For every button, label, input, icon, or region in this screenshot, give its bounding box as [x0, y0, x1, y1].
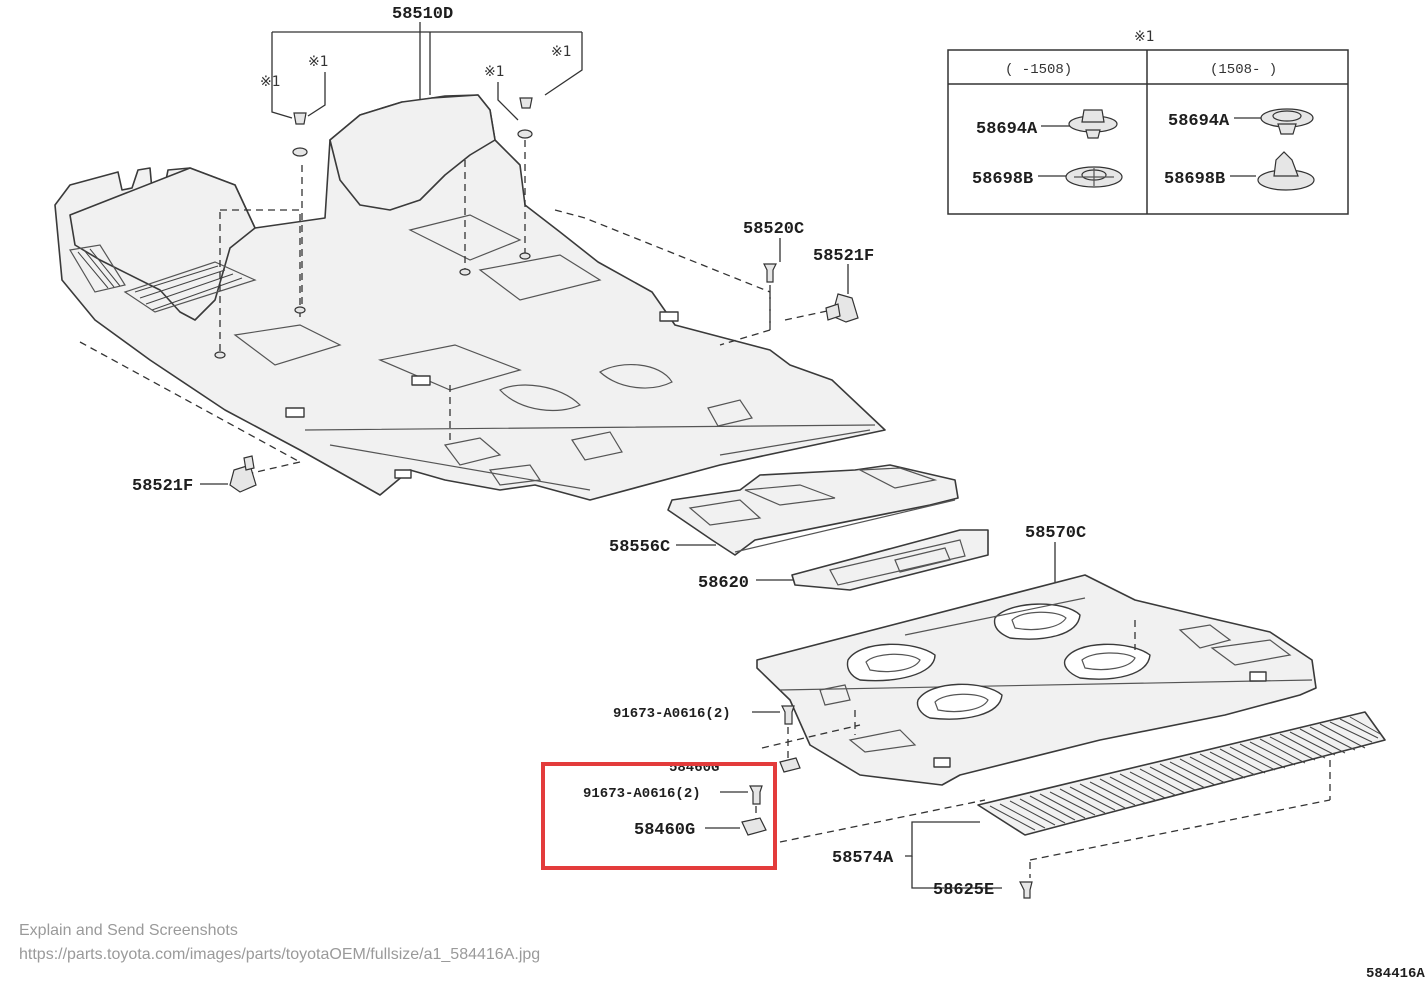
label-58521f-left: 58521F [132, 477, 193, 496]
caption-title: Explain and Send Screenshots [19, 922, 238, 939]
figure-id: 584416A [1366, 966, 1425, 982]
highlight-box [541, 762, 777, 870]
label-58520c: 58520C [743, 220, 804, 239]
table-col2-header: (1508- ) [1210, 62, 1277, 78]
carpet-leader-lines [271, 22, 583, 121]
front-carpet-guide-lines [79, 140, 833, 479]
bracket-58521f-right [825, 293, 859, 323]
tray-58620 [756, 529, 989, 591]
mark-1-c: ※1 [484, 64, 505, 80]
variant-table: ※1 ( -1508) (1508- ) 58694A 58698B 58694… [947, 29, 1349, 215]
rear-mat-guide-lines [761, 620, 1331, 878]
label-58574a: 58574A [832, 849, 894, 868]
caption-url[interactable]: https://parts.toyota.com/images/parts/to… [19, 946, 541, 963]
label-58620: 58620 [698, 574, 749, 593]
clip-58520c [763, 263, 777, 330]
table-col1-part-a: 58694A [976, 120, 1038, 139]
label-58556c: 58556C [609, 538, 670, 557]
label-58521f-right: 58521F [813, 247, 874, 266]
bracket-58521f-left [200, 455, 257, 493]
rear-floor-mat-58570c [756, 542, 1317, 786]
table-title: ※1 [1134, 29, 1155, 45]
label-91673-upper: 91673-A0616(2) [613, 706, 731, 722]
mark-1-d: ※1 [551, 44, 572, 60]
table-col2-part-a: 58694A [1168, 112, 1230, 131]
mark-1-b: ※1 [308, 54, 329, 70]
rear-fasteners [705, 705, 801, 836]
front-floor-carpet [54, 94, 886, 501]
label-58625e: 58625E [933, 881, 994, 900]
carpet-fasteners [214, 97, 533, 359]
table-col2-part-b: 58698B [1164, 170, 1225, 189]
label-58510d: 58510D [392, 5, 453, 24]
label-58570c: 58570C [1025, 524, 1086, 543]
label-leaders [779, 238, 849, 294]
label-91673-lower: 91673-A0616(2) [583, 786, 701, 802]
step-plate-58574a [905, 711, 1386, 899]
center-panel-58556c [667, 464, 959, 556]
label-58460g: 58460G [634, 821, 695, 840]
table-col1-header: ( -1508) [1005, 62, 1072, 78]
mark-1-a: ※1 [260, 74, 281, 90]
table-col1-part-b: 58698B [972, 170, 1033, 189]
